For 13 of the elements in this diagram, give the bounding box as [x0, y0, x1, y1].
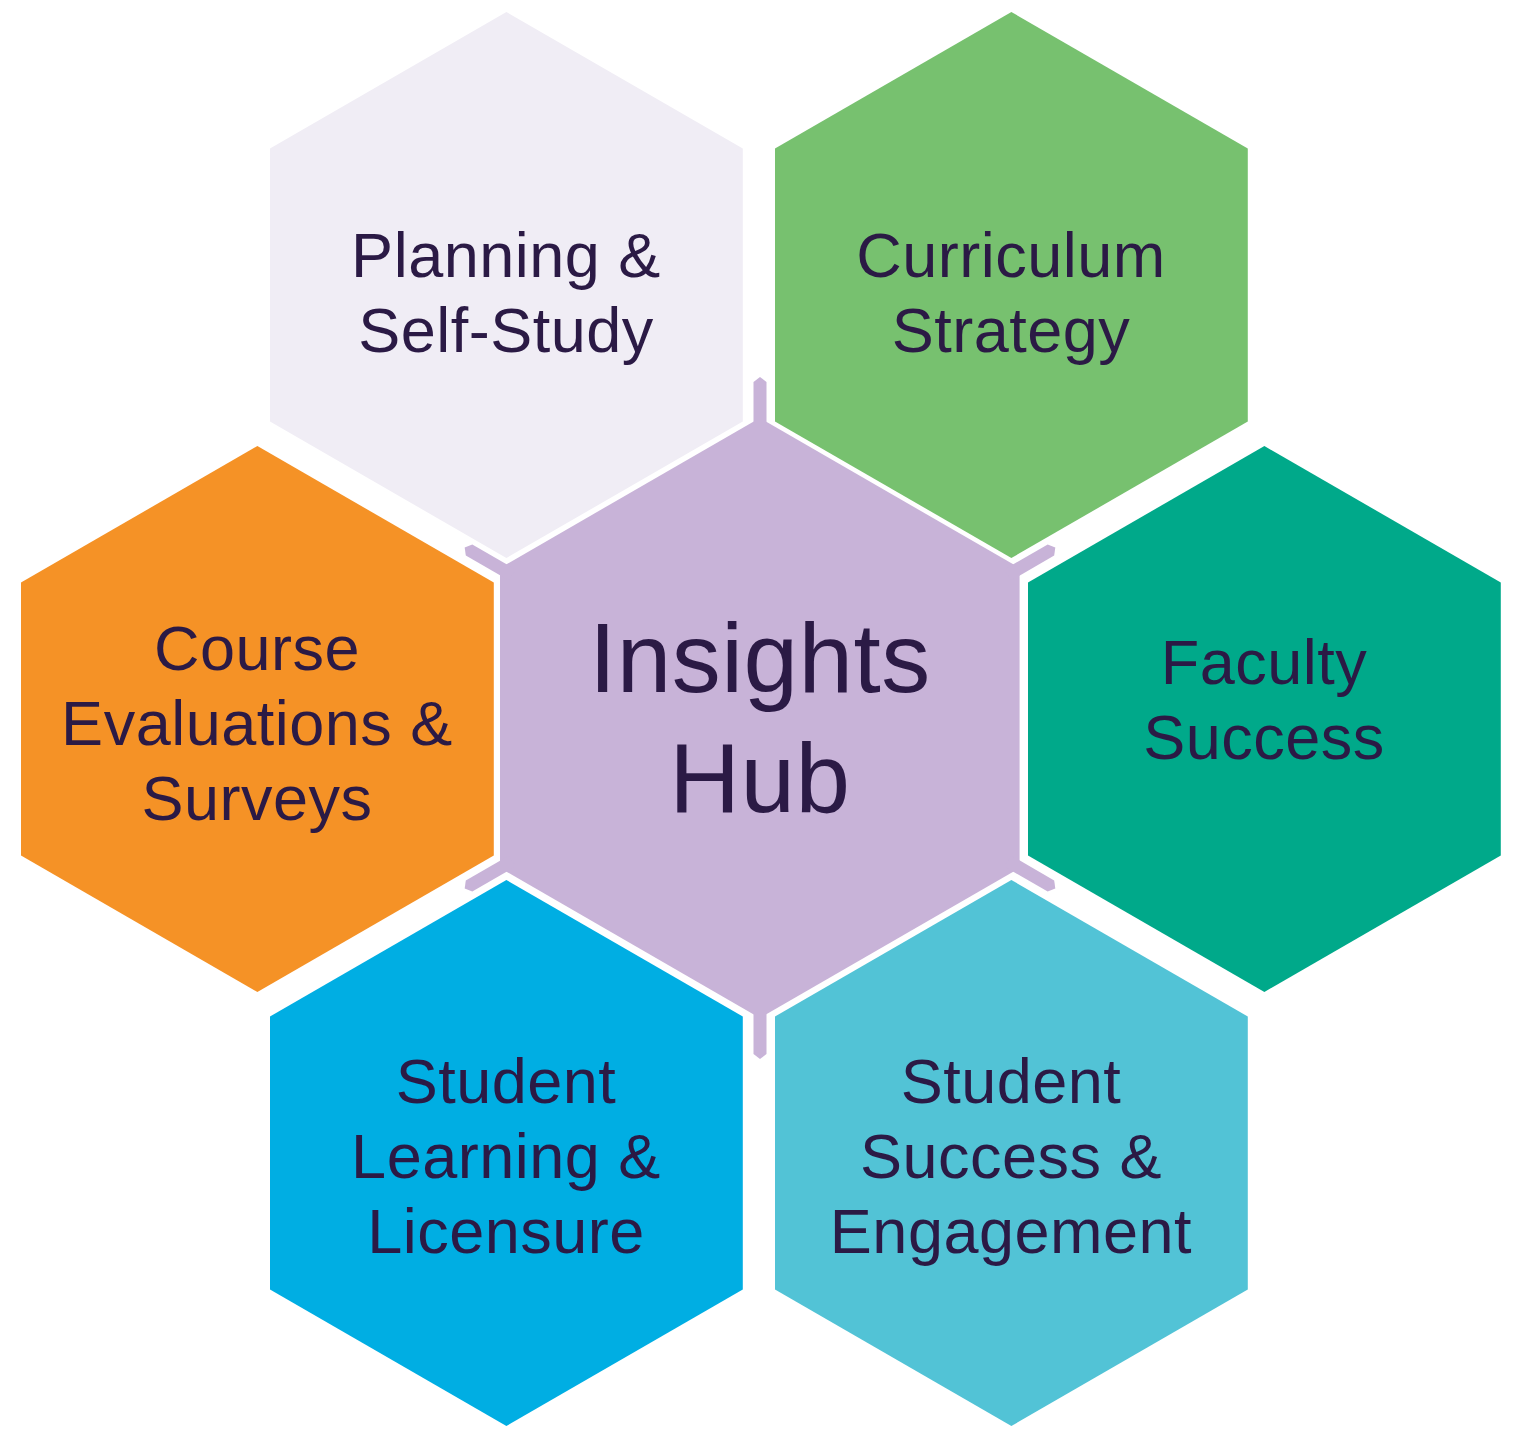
tile-label: Faculty Success — [1142, 626, 1386, 774]
tile-label: Course Evaluations & Surveys — [60, 611, 454, 835]
hexagon-tile — [1027, 446, 1501, 992]
hexagon-tile — [20, 446, 494, 992]
tile-label: Curriculum Strategy — [855, 219, 1167, 367]
hexagon-tile — [774, 12, 1248, 558]
hexagon-tile — [269, 12, 743, 558]
hub-label: Insights Hub — [588, 602, 932, 835]
hexagon-tile — [269, 880, 743, 1426]
hexagon-tile — [774, 880, 1248, 1426]
tile-label: Planning & Self-Study — [350, 219, 662, 367]
tile-label: Student Success & Engagement — [828, 1044, 1194, 1268]
tile-label: Student Learning & Licensure — [350, 1044, 662, 1268]
